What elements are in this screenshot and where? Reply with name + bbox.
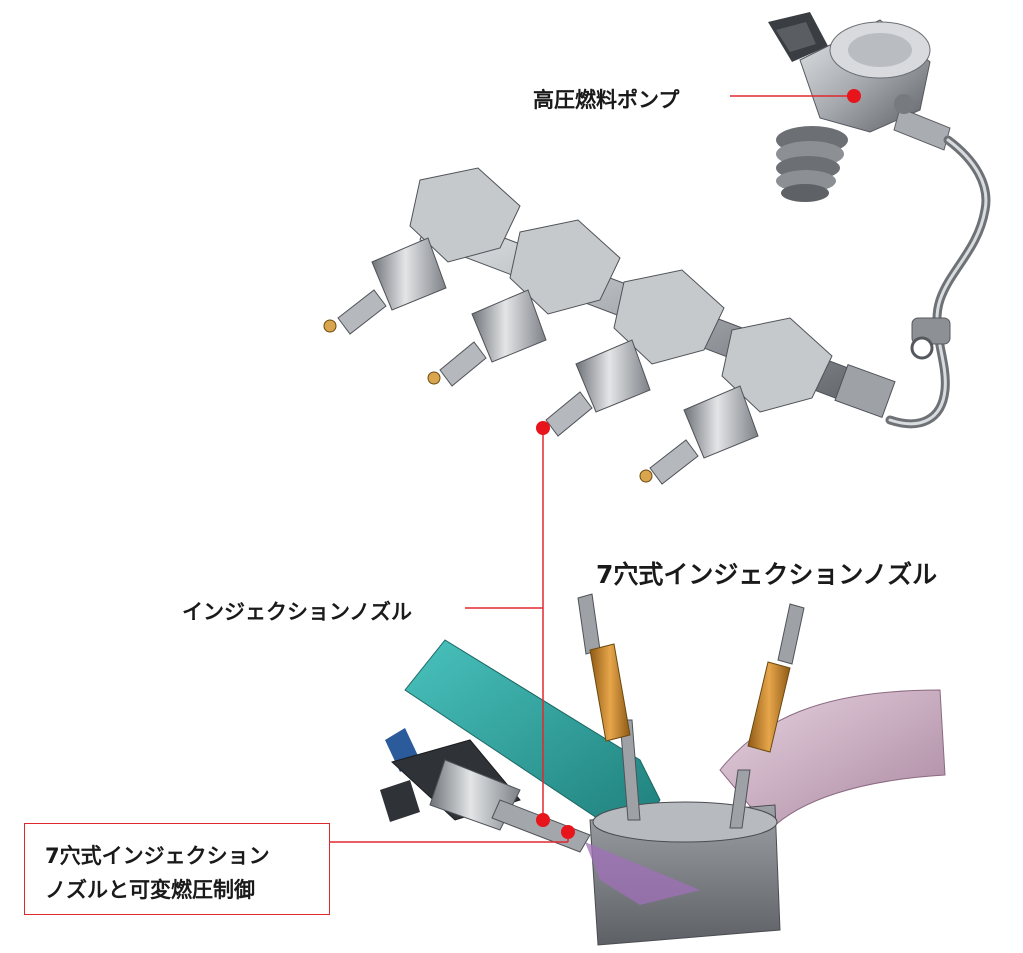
- injector-4: [639, 317, 833, 485]
- pump-marker-dot: [847, 89, 861, 103]
- leader-lines: [330, 95, 854, 843]
- high-pressure-fuel-pump: [768, 12, 951, 202]
- fuel-line: [885, 135, 991, 429]
- callout-line-2: ノズルと可変燃圧制御: [45, 878, 255, 902]
- seven-hole-nozzle-label: 7穴式インジェクションノズル: [596, 560, 938, 589]
- injector-1: [323, 167, 521, 335]
- callout-line-1: 7穴式インジェクション: [45, 844, 270, 868]
- pump-thread: [776, 126, 848, 202]
- callout-box: 7穴式インジェクション ノズルと可変燃圧制御: [24, 823, 330, 915]
- high-pressure-pump-label: 高圧燃料ポンプ: [533, 88, 680, 112]
- cylinder-assembly: [380, 593, 946, 946]
- nozzle-tip-marker-dot: [561, 825, 575, 839]
- injector-marker-dot: [536, 421, 550, 435]
- fuel-spray: [585, 842, 700, 905]
- injector-2: [427, 219, 621, 387]
- marker-dots: [536, 89, 861, 839]
- injection-nozzle-label: インジェクションノズル: [182, 600, 412, 624]
- injector-3: [545, 269, 725, 437]
- side-injector-marker-dot: [536, 813, 550, 827]
